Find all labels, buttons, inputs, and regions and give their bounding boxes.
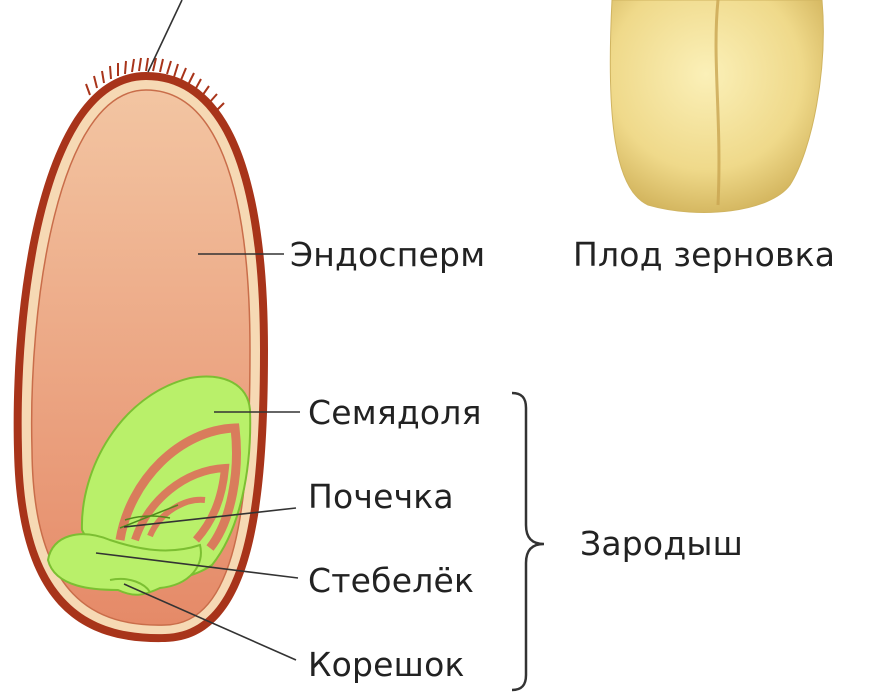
label-embryo: Зародыш: [580, 527, 743, 560]
wheat-grain-icon: [610, 0, 823, 212]
label-stem: Стебелёк: [308, 564, 474, 597]
label-bud: Почечка: [308, 480, 454, 513]
label-endosperm: Эндосперм: [290, 238, 485, 271]
label-cotyledon: Семядоля: [308, 396, 482, 429]
label-fruit: Плод зерновка: [573, 238, 835, 271]
label-root: Корешок: [308, 648, 465, 681]
leader-brush: [148, 0, 182, 72]
embryo-brace: [512, 393, 544, 690]
